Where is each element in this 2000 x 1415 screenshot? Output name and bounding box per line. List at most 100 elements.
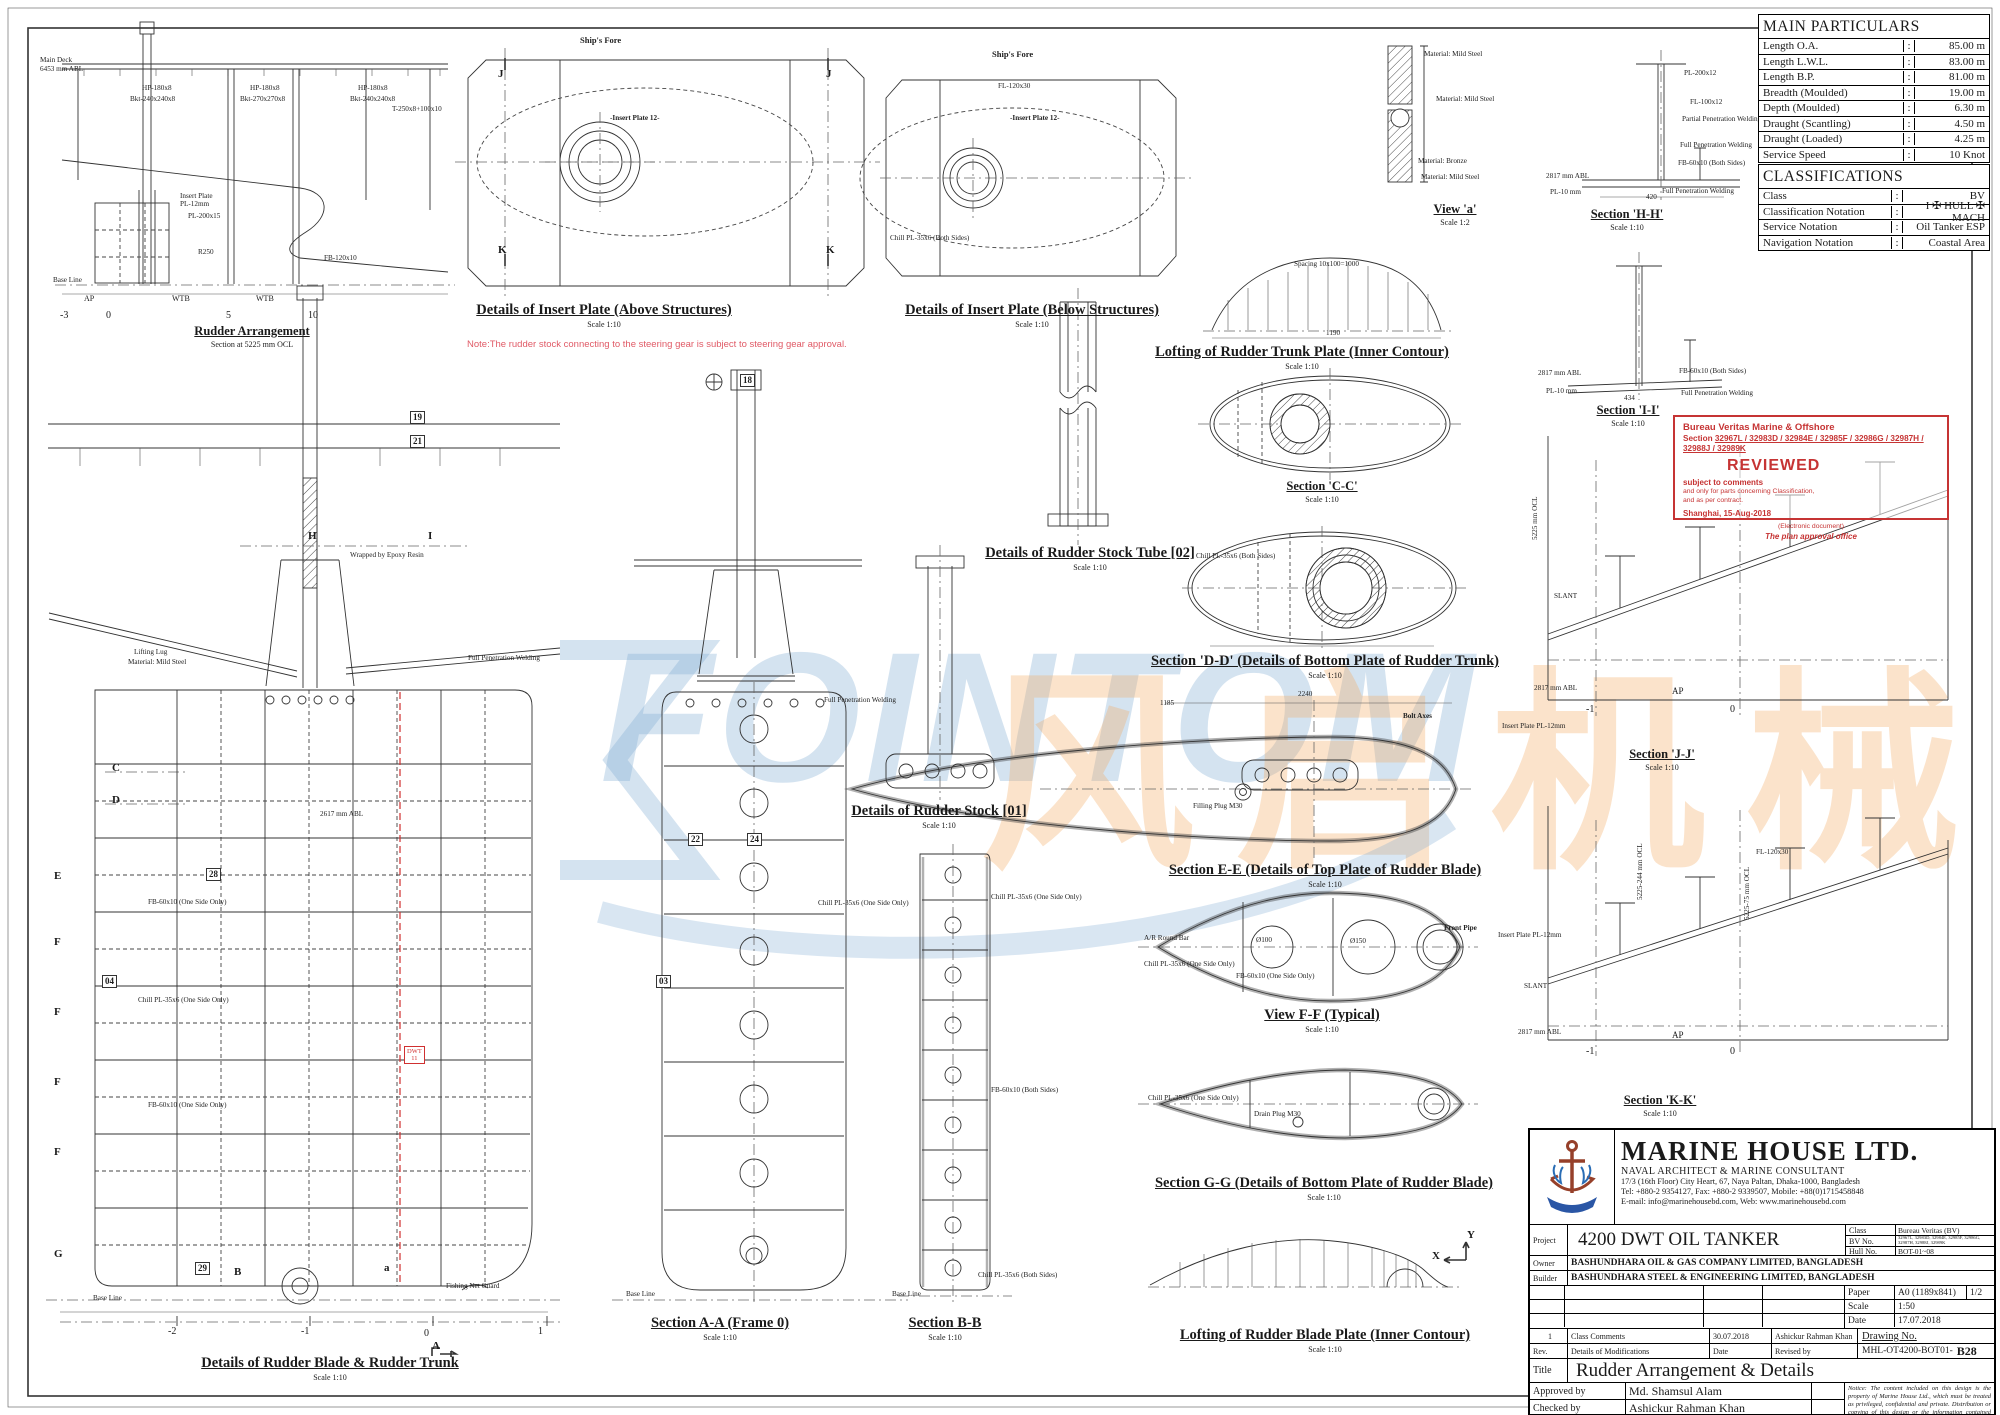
rev-col-label: Rev. [1530, 1344, 1568, 1358]
callout-label: 2817 mm ABL [1538, 369, 1582, 377]
callout-label: Full Penetration Welding [824, 696, 896, 704]
stamp-place: Shanghai, 15-Aug-2018 [1683, 509, 1772, 519]
cut-mark: E [54, 870, 62, 882]
callout-label: Chill PL-35x6 (One Side Only) [1144, 960, 1235, 968]
stamp-line: and only for parts concerning Classifica… [1683, 488, 1815, 496]
callout-label: FL-120x30 [998, 82, 1031, 90]
axis-mark: Y [1467, 1229, 1475, 1241]
cut-mark: J [498, 68, 504, 80]
callout-label: Chill PL-35x6 (One Side Only) [991, 893, 1082, 901]
callout-label: FB-60x10 (Both Sides) [1679, 367, 1747, 375]
dimension-label: 2240 [1298, 690, 1313, 698]
scale-label: Scale [1845, 1300, 1895, 1313]
callout-label: FB-60x10 (One Side Only) [1236, 972, 1315, 980]
rev1-no: 1 [1530, 1329, 1568, 1343]
table-row: Service Notation:Oil Tanker ESP [1759, 220, 1989, 236]
callout-label: 5225 mm OCL [1531, 496, 1539, 540]
callout-label: Base Line [93, 1294, 122, 1302]
callout-label: Material: Mild Steel [1421, 173, 1480, 181]
project-label: Project [1530, 1225, 1568, 1255]
caption-section-jj: Section 'J-J'Scale 1:10 [1629, 747, 1695, 772]
dwt-line2: 11 [411, 1055, 418, 1062]
class-label: Class [1846, 1225, 1896, 1235]
date-value: 17.07.2018 [1898, 1315, 1941, 1326]
cut-mark: K [498, 244, 507, 256]
bv-review-stamp: Bureau Veritas Marine & Offshore Section… [1673, 415, 1949, 541]
caption-lofting-blade: Lofting of Rudder Blade Plate (Inner Con… [1179, 1327, 1471, 1354]
frame-tick: WTB [172, 294, 190, 303]
caption-section-ee: Section E-E (Details of Top Plate of Rud… [1168, 862, 1482, 889]
company-web: E-mail: info@marinehousebd.com, Web: www… [1621, 1197, 1846, 1206]
caption-stock: Details of Rudder Stock [01]Scale 1:10 [851, 803, 1027, 830]
callout-label: A/R Round Bar [1144, 934, 1190, 942]
callout-label: PL-10 mm [1546, 387, 1577, 395]
anchor-logo-icon [1547, 1140, 1597, 1213]
drawing-no-label: Drawing No. [1862, 1330, 1917, 1342]
frame-tick: -1 [1586, 704, 1595, 715]
callout-label: Spacing 10x100=1000 [1294, 260, 1359, 268]
approved-label: Approved by [1530, 1383, 1626, 1399]
table-row: Breadth (Moulded):19.00 m [1759, 86, 1989, 101]
company-address: 17/3 (16th Floor) City Heart, 67, Naya P… [1621, 1177, 1860, 1186]
frame-tick: -1 [1586, 1046, 1595, 1057]
stamp-reviewed: REVIEWED [1727, 457, 1821, 475]
callout-label: 2817 mm ABL [1518, 1028, 1562, 1036]
callout-label: Chill PL-35x6 (Both Sides) [978, 1271, 1058, 1279]
cut-mark: C [112, 762, 120, 774]
view-ff [1138, 890, 1478, 1004]
callout-label: HP-180x8 [250, 84, 280, 92]
callout-label: Insert Plate PL-12mm [1502, 722, 1566, 730]
callout-label: -Insert Plate 12- [1010, 114, 1060, 122]
callout-label: FB-60x10 (Both Sides) [1678, 159, 1746, 167]
caption-insert-above: Details of Insert Plate (Above Structure… [476, 302, 732, 329]
checked-label: Checked by [1530, 1400, 1626, 1415]
view-insert-plate-above [455, 48, 880, 298]
legal-notice: Notice: The content included on this des… [1848, 1385, 1991, 1415]
caption-stock-tube: Details of Rudder Stock Tube [02]Scale 1… [985, 545, 1195, 572]
callout-label: Chill PL-35x6 (One Side Only) [818, 899, 909, 907]
dwt-ref-box: DWT 11 [404, 1046, 425, 1064]
frame-tick: 0 [1730, 1046, 1735, 1057]
view-stock [885, 545, 995, 800]
rev-date-label: Date [1710, 1344, 1772, 1358]
dimension-label: 1185 [1160, 699, 1175, 707]
callout-label: Insert Plate PL-12mm [1498, 931, 1562, 939]
drawing-rev-value: B28 [1956, 1344, 1977, 1358]
ref-box: 29 [195, 1262, 210, 1275]
callout-label: Front Pipe [1444, 924, 1477, 932]
callout-label: Main Deck [40, 56, 73, 64]
drawing-title: Rudder Arrangement & Details [1576, 1359, 1814, 1381]
callout-label: -Insert Plate 12- [610, 114, 660, 122]
callout-label: HP-180x8 [142, 84, 172, 92]
axis-mark: X [1432, 1250, 1440, 1262]
checked-name: Ashickur Rahman Khan [1626, 1400, 1812, 1415]
callout-label: Full Penetration Welding [1681, 389, 1753, 397]
ref-box: 24 [747, 833, 762, 846]
caption-insert-below: Details of Insert Plate (Below Structure… [905, 302, 1159, 329]
table-row: Draught (Loaded):4.25 m [1759, 132, 1989, 148]
main-particulars-title: MAIN PARTICULARS [1759, 15, 1989, 39]
hull-no-value: BOT-01~08 [1898, 1247, 1934, 1255]
callout-label: FB-120x10 [324, 254, 357, 262]
callout-label: FB-60x10 (One Side Only) [148, 898, 227, 906]
cut-mark: J [826, 68, 832, 80]
callout-label: PL-200x12 [1684, 69, 1717, 77]
callout-label: Insert Plate [180, 192, 213, 200]
table-row: Classification Notation:I ✠ HULL ✠ MACH [1759, 200, 1989, 224]
company-tagline: NAVAL ARCHITECT & MARINE CONSULTANT [1621, 1166, 1845, 1177]
callout-label: Ø100 [1256, 936, 1272, 944]
callout-label: FB-60x10 (One Side Only) [148, 1101, 227, 1109]
frame-tick: 5 [226, 310, 231, 321]
table-row: Class:BV [1759, 189, 1989, 205]
cut-mark: D [112, 794, 120, 806]
approved-name: Md. Shamsul Alam [1626, 1383, 1812, 1399]
cut-mark: F [54, 1146, 61, 1158]
callout-label: FL-120x30 [1756, 848, 1789, 856]
stamp-org: Bureau Veritas Marine & Offshore [1683, 422, 1835, 433]
frame-tick: 0 [424, 1328, 429, 1339]
view-blade-trunk [46, 285, 561, 1357]
callout-label: 2817 mm ABL [1546, 172, 1590, 180]
